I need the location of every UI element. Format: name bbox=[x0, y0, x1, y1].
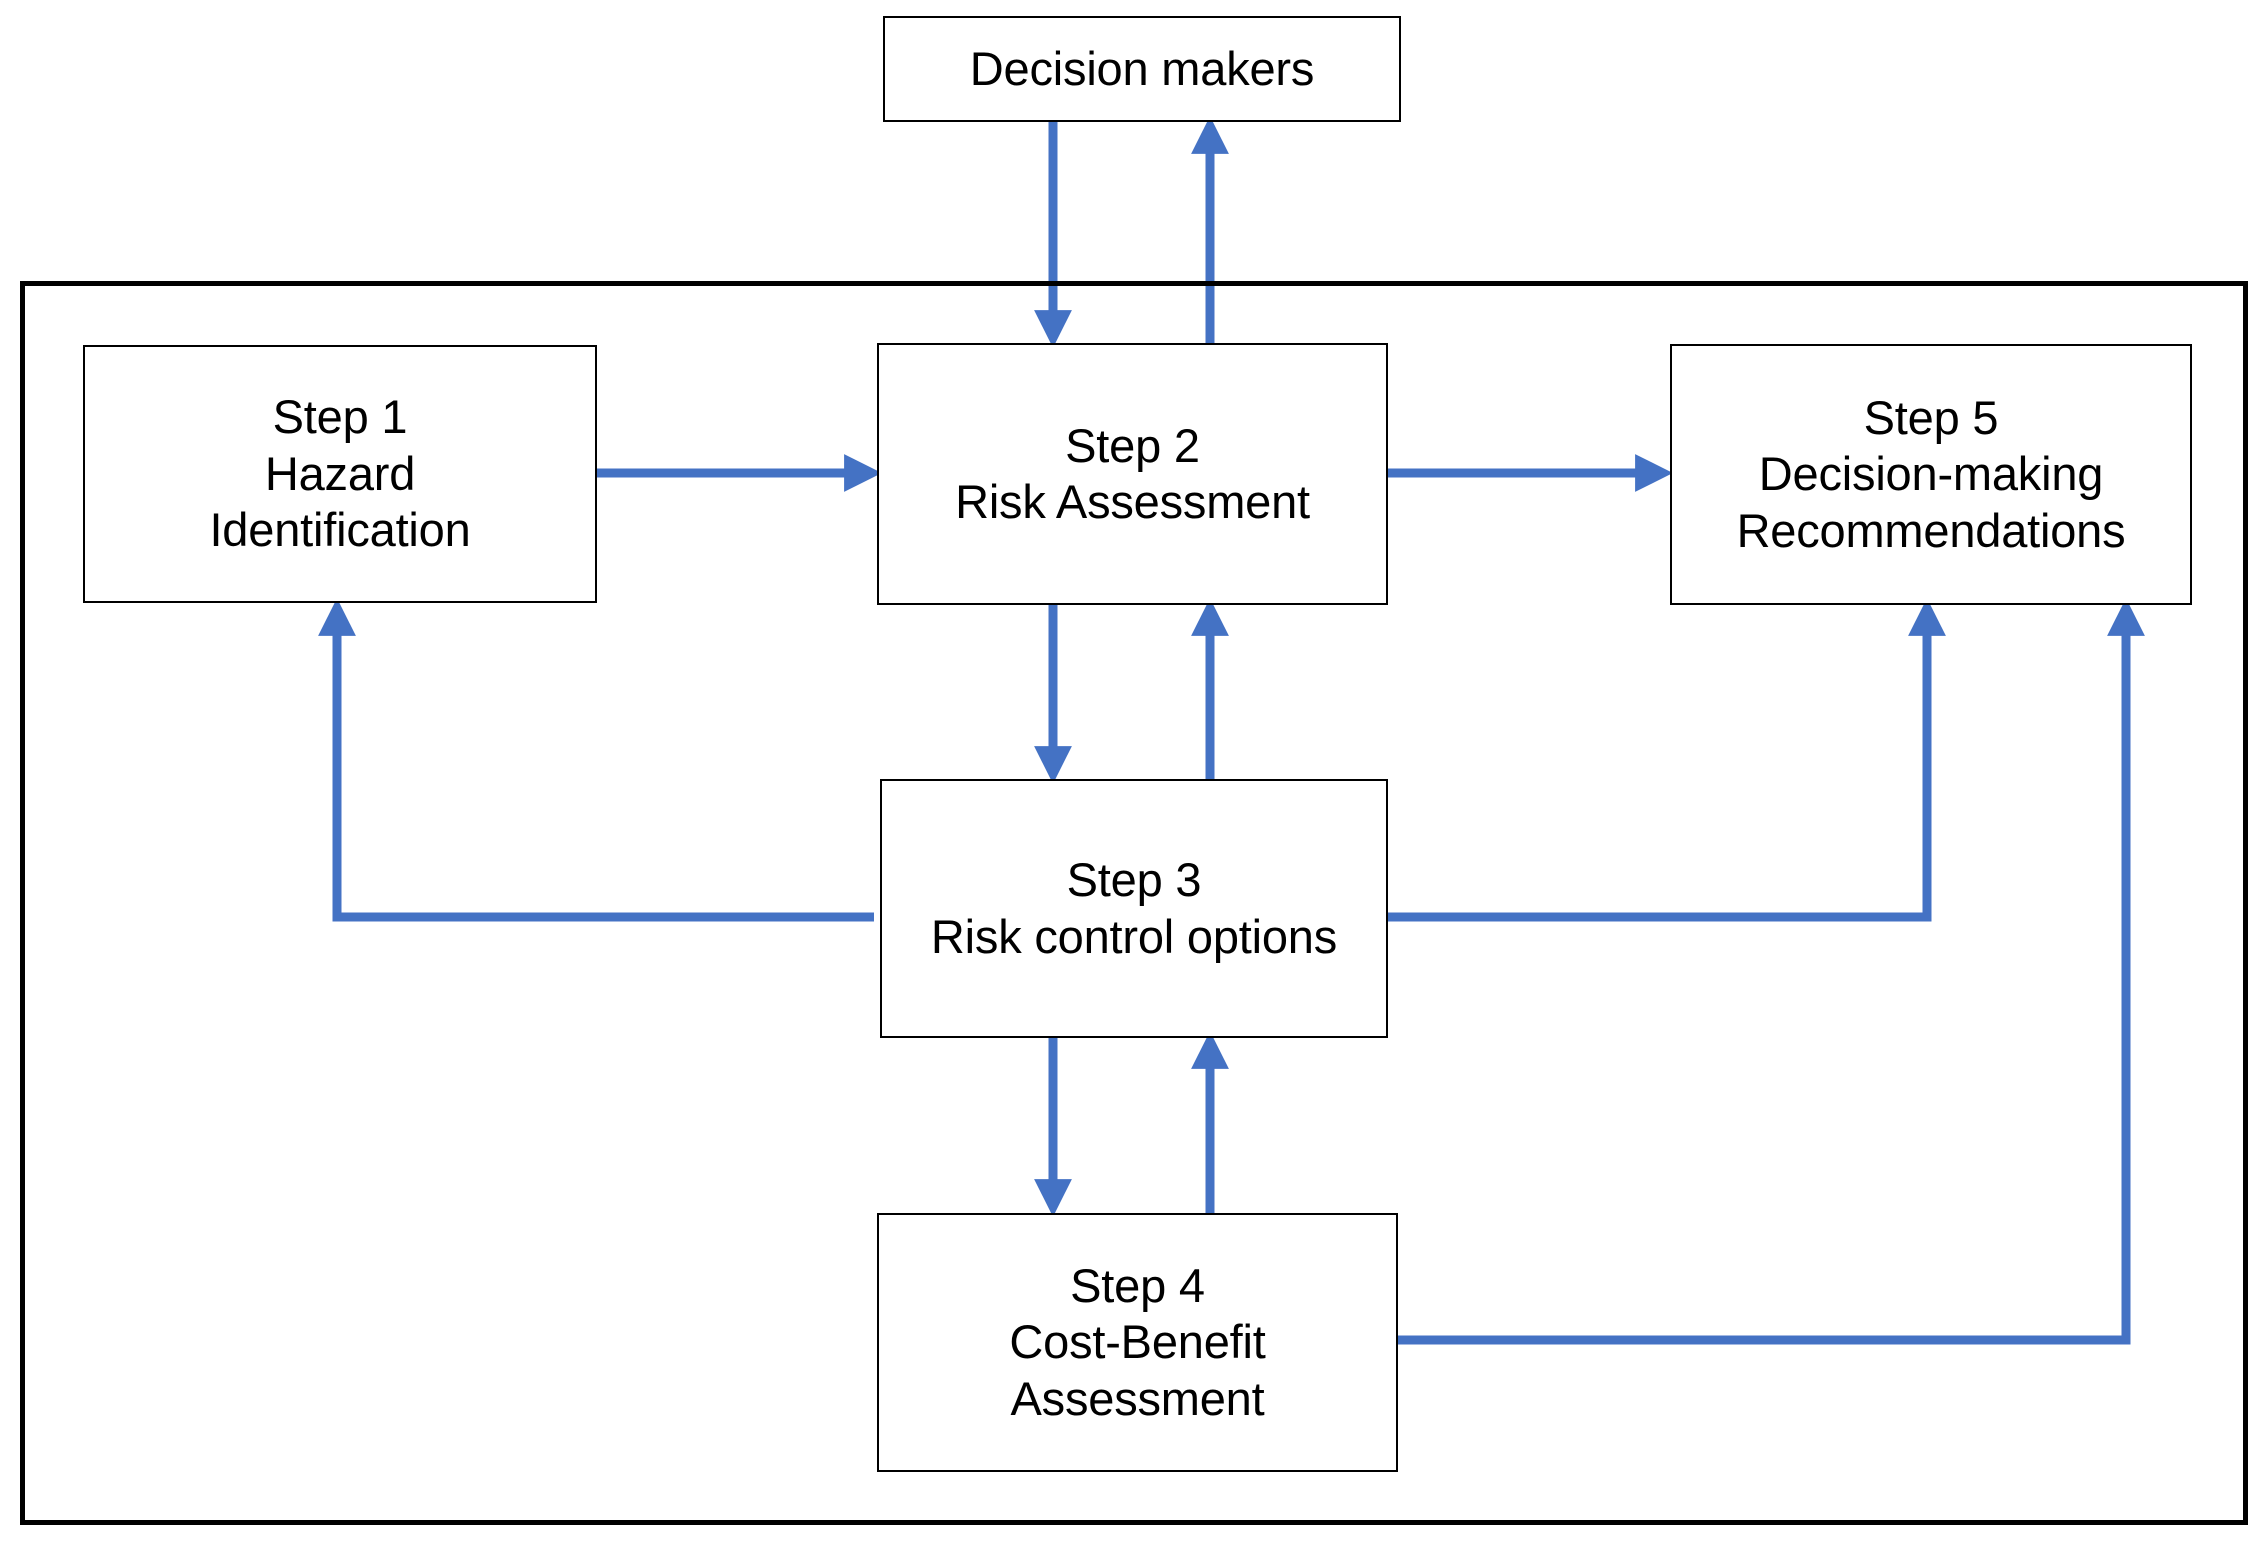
step-3-line-2: Risk control options bbox=[930, 909, 1338, 963]
step-1-line-3: Identification bbox=[209, 503, 471, 557]
connector-step3-to-step1 bbox=[318, 598, 874, 922]
step-4-box[interactable]: Step 4 Cost-Benefit Assessment bbox=[877, 1213, 1398, 1472]
step-1-line-2: Hazard bbox=[264, 446, 416, 500]
step-5-line-3: Recommendations bbox=[1736, 503, 2126, 557]
connector-step4-to-step5 bbox=[1391, 598, 2145, 1345]
decision-makers-box[interactable]: Decision makers bbox=[883, 16, 1401, 122]
step-1-line-1: Step 1 bbox=[272, 390, 408, 444]
step-3-line-1: Step 3 bbox=[1066, 853, 1202, 907]
step-5-line-2: Decision-making bbox=[1758, 447, 2104, 501]
decision-makers-line-1: Decision makers bbox=[969, 41, 1315, 95]
step-3-box[interactable]: Step 3 Risk control options bbox=[880, 779, 1388, 1038]
process-boundary-frame bbox=[20, 281, 2248, 1525]
step-4-line-2: Cost-Benefit bbox=[1009, 1315, 1266, 1369]
step-5-line-1: Step 5 bbox=[1863, 390, 1999, 444]
step-4-line-3: Assessment bbox=[1010, 1371, 1265, 1425]
connector-step3-to-step5 bbox=[1388, 598, 1946, 922]
step-5-box[interactable]: Step 5 Decision-making Recommendations bbox=[1670, 344, 2192, 605]
step-1-box[interactable]: Step 1 Hazard Identification bbox=[83, 345, 597, 603]
step-2-line-1: Step 2 bbox=[1065, 418, 1200, 472]
step-4-line-1: Step 4 bbox=[1070, 1258, 1205, 1312]
step-2-box[interactable]: Step 2 Risk Assessment bbox=[877, 343, 1388, 605]
step-2-line-2: Risk Assessment bbox=[955, 475, 1310, 528]
